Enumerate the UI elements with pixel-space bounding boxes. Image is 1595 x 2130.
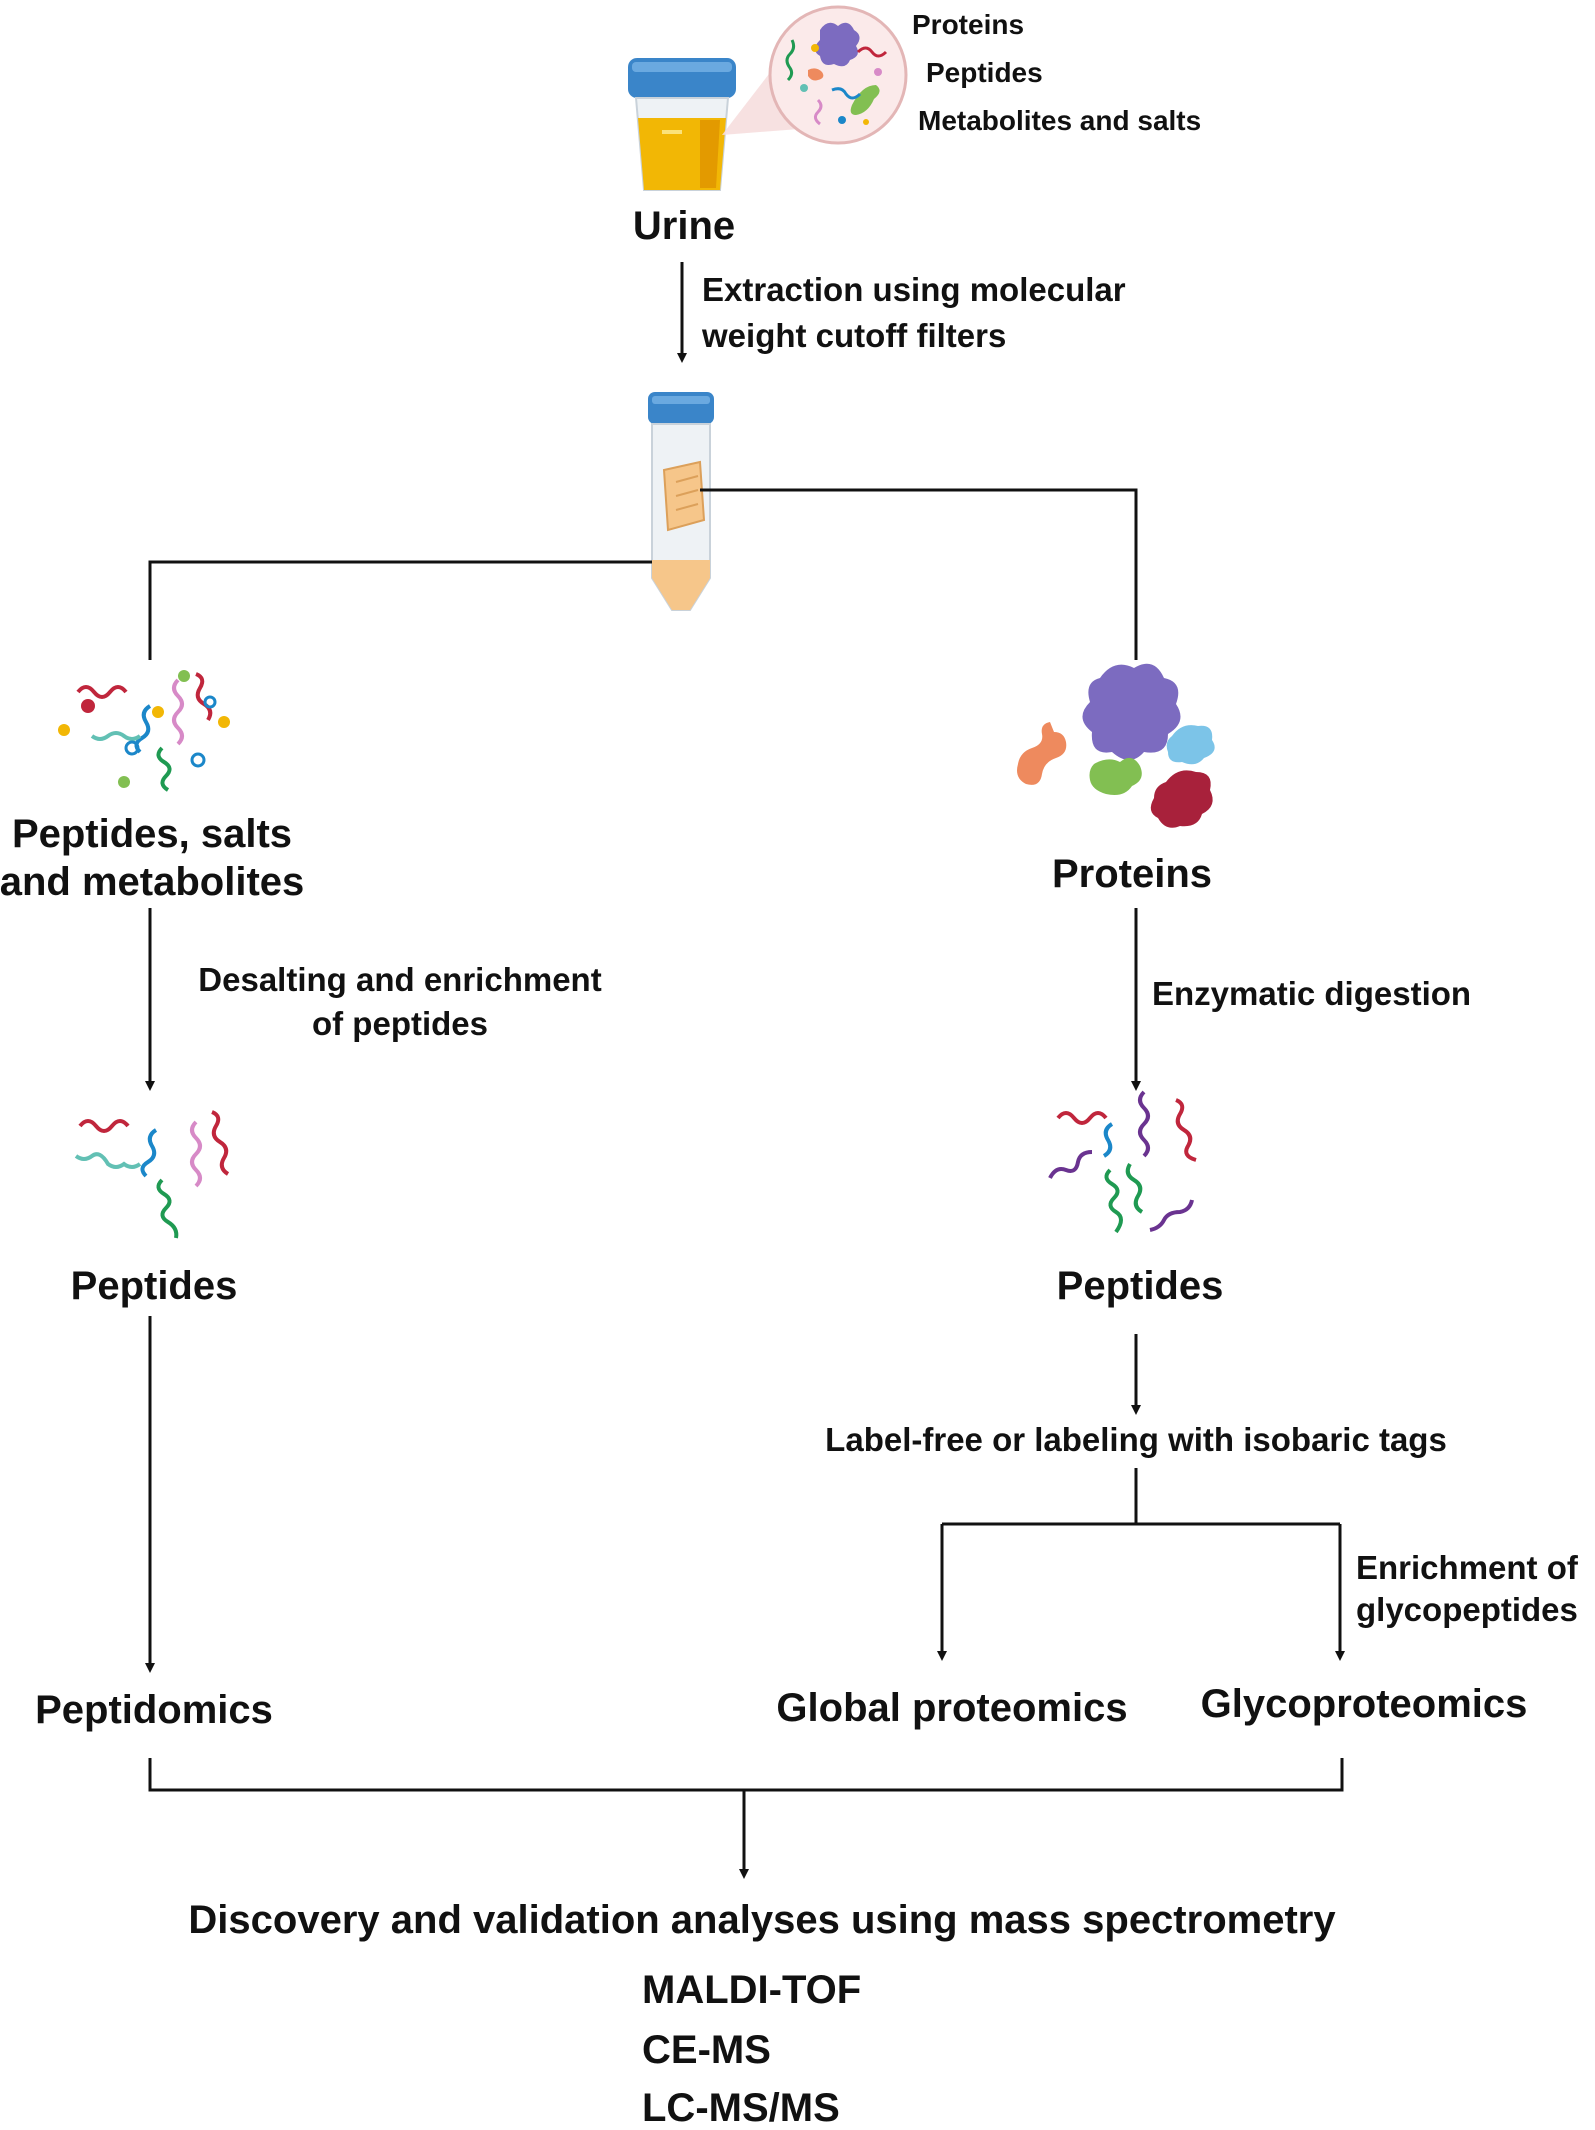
glycoproteomics-label: Glycoproteomics [1200,1682,1528,1726]
extraction-label-line2: weight cutoff filters [702,317,1007,354]
extraction-label-line1: Extraction using molecular [702,271,1126,308]
urine-cup-icon [628,58,736,191]
method-maldi-tof: MALDI-TOF [642,1968,862,2012]
right-peptides-icon [1048,1090,1197,1234]
inset-label-peptides: Peptides [926,57,1043,88]
enrichment-label-line2: glycopeptides [1356,1591,1578,1628]
inset-label-proteins: Proteins [912,9,1025,40]
urine-label: Urine [632,204,736,248]
global-proteomics-label: Global proteomics [776,1686,1128,1730]
right-proteins-label: Proteins [1051,852,1213,896]
peptidomics-label: Peptidomics [35,1688,273,1732]
filter-tube-icon [648,392,714,611]
left-mix-label-line1: Peptides, salts [11,812,293,856]
inset-label-metabolites: Metabolites and salts [918,105,1202,136]
left-peptides-icon [74,1110,230,1239]
enrichment-label-line1: Enrichment of [1356,1549,1578,1586]
desalting-label-line2: of peptides [311,1005,489,1042]
enzymatic-digestion-label: Enzymatic digestion [1152,975,1472,1012]
left-peptides-label: Peptides [70,1264,238,1308]
method-ce-ms: CE-MS [642,2028,771,2072]
discovery-label: Discovery and validation analyses using … [188,1898,1336,1942]
method-lc-ms-ms: LC-MS/MS [642,2086,840,2130]
branch-line-left [148,560,652,660]
right-peptides-label: Peptides [1056,1264,1224,1308]
desalting-label-line1: Desalting and enrichment [198,961,602,998]
labeling-label: Label-free or labeling with isobaric tag… [825,1421,1447,1458]
peptides-salts-metabolites-icon [58,670,230,792]
branch-line-right [700,488,1138,660]
left-mix-label-line2: and metabolites [0,860,305,904]
merge-bracket [148,1758,1344,1792]
proteins-icon [1017,663,1215,828]
urine-content-inset [768,5,908,145]
